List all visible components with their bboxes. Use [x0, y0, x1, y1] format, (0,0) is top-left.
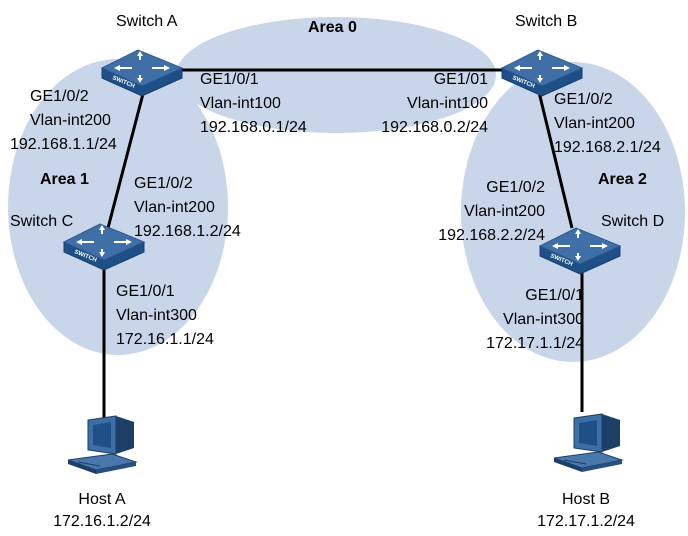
b-to-a-vlan: Vlan-int100	[407, 95, 488, 112]
host-b-ip: 172.17.1.2/24	[537, 513, 635, 530]
link-b-d	[536, 87, 574, 229]
host-a-label: Host A	[78, 491, 126, 508]
b-to-d-port: GE1/0/2	[554, 91, 613, 108]
d-to-host-vlan: Vlan-int300	[503, 311, 584, 328]
c-to-host-vlan: Vlan-int300	[116, 307, 197, 324]
area0-region	[176, 17, 496, 133]
d-to-host-ip: 172.17.1.1/24	[486, 335, 584, 352]
b-to-a-ip: 192.168.0.2/24	[381, 119, 488, 136]
b-to-a-port: GE1/01	[433, 71, 488, 88]
c-to-host-ip: 172.16.1.1/24	[116, 331, 214, 348]
a-to-c-ip: 192.168.1.1/24	[10, 136, 117, 153]
area0-label: Area 0	[308, 19, 357, 36]
link-a-c	[106, 89, 146, 229]
area2-label: Area 2	[598, 171, 647, 188]
a-to-b-port: GE1/0/1	[200, 71, 259, 88]
b-to-d-ip: 192.168.2.1/24	[554, 139, 661, 156]
a-to-c-vlan: Vlan-int200	[30, 112, 111, 129]
area1-region	[8, 59, 228, 355]
a-to-b-ip: 192.168.0.1/24	[200, 119, 307, 136]
switch-b-label: Switch B	[515, 13, 578, 30]
d-to-b-port: GE1/0/2	[486, 179, 545, 196]
host-a-computer-icon	[67, 415, 137, 475]
b-to-d-vlan: Vlan-int200	[554, 115, 635, 132]
c-to-a-port: GE1/0/2	[134, 175, 193, 192]
c-to-a-ip: 192.168.1.2/24	[134, 223, 241, 240]
switch-d-label: Switch D	[601, 213, 665, 230]
switch-c-label: Switch C	[10, 213, 74, 230]
switch-a-label: Switch A	[116, 13, 178, 30]
d-to-b-vlan: Vlan-int200	[464, 203, 545, 220]
c-to-host-port: GE1/0/1	[116, 283, 175, 300]
d-to-host-port: GE1/0/1	[525, 287, 584, 304]
host-a-ip: 172.16.1.2/24	[53, 513, 151, 530]
c-to-a-vlan: Vlan-int200	[134, 199, 215, 216]
a-to-c-port: GE1/0/2	[30, 88, 89, 105]
host-b-computer-icon	[553, 413, 623, 473]
d-to-b-ip: 192.168.2.2/24	[438, 227, 545, 244]
host-b-label: Host B	[561, 491, 610, 508]
area1-label: Area 1	[40, 171, 89, 188]
a-to-b-vlan: Vlan-int100	[200, 95, 281, 112]
area2-region	[461, 62, 685, 362]
